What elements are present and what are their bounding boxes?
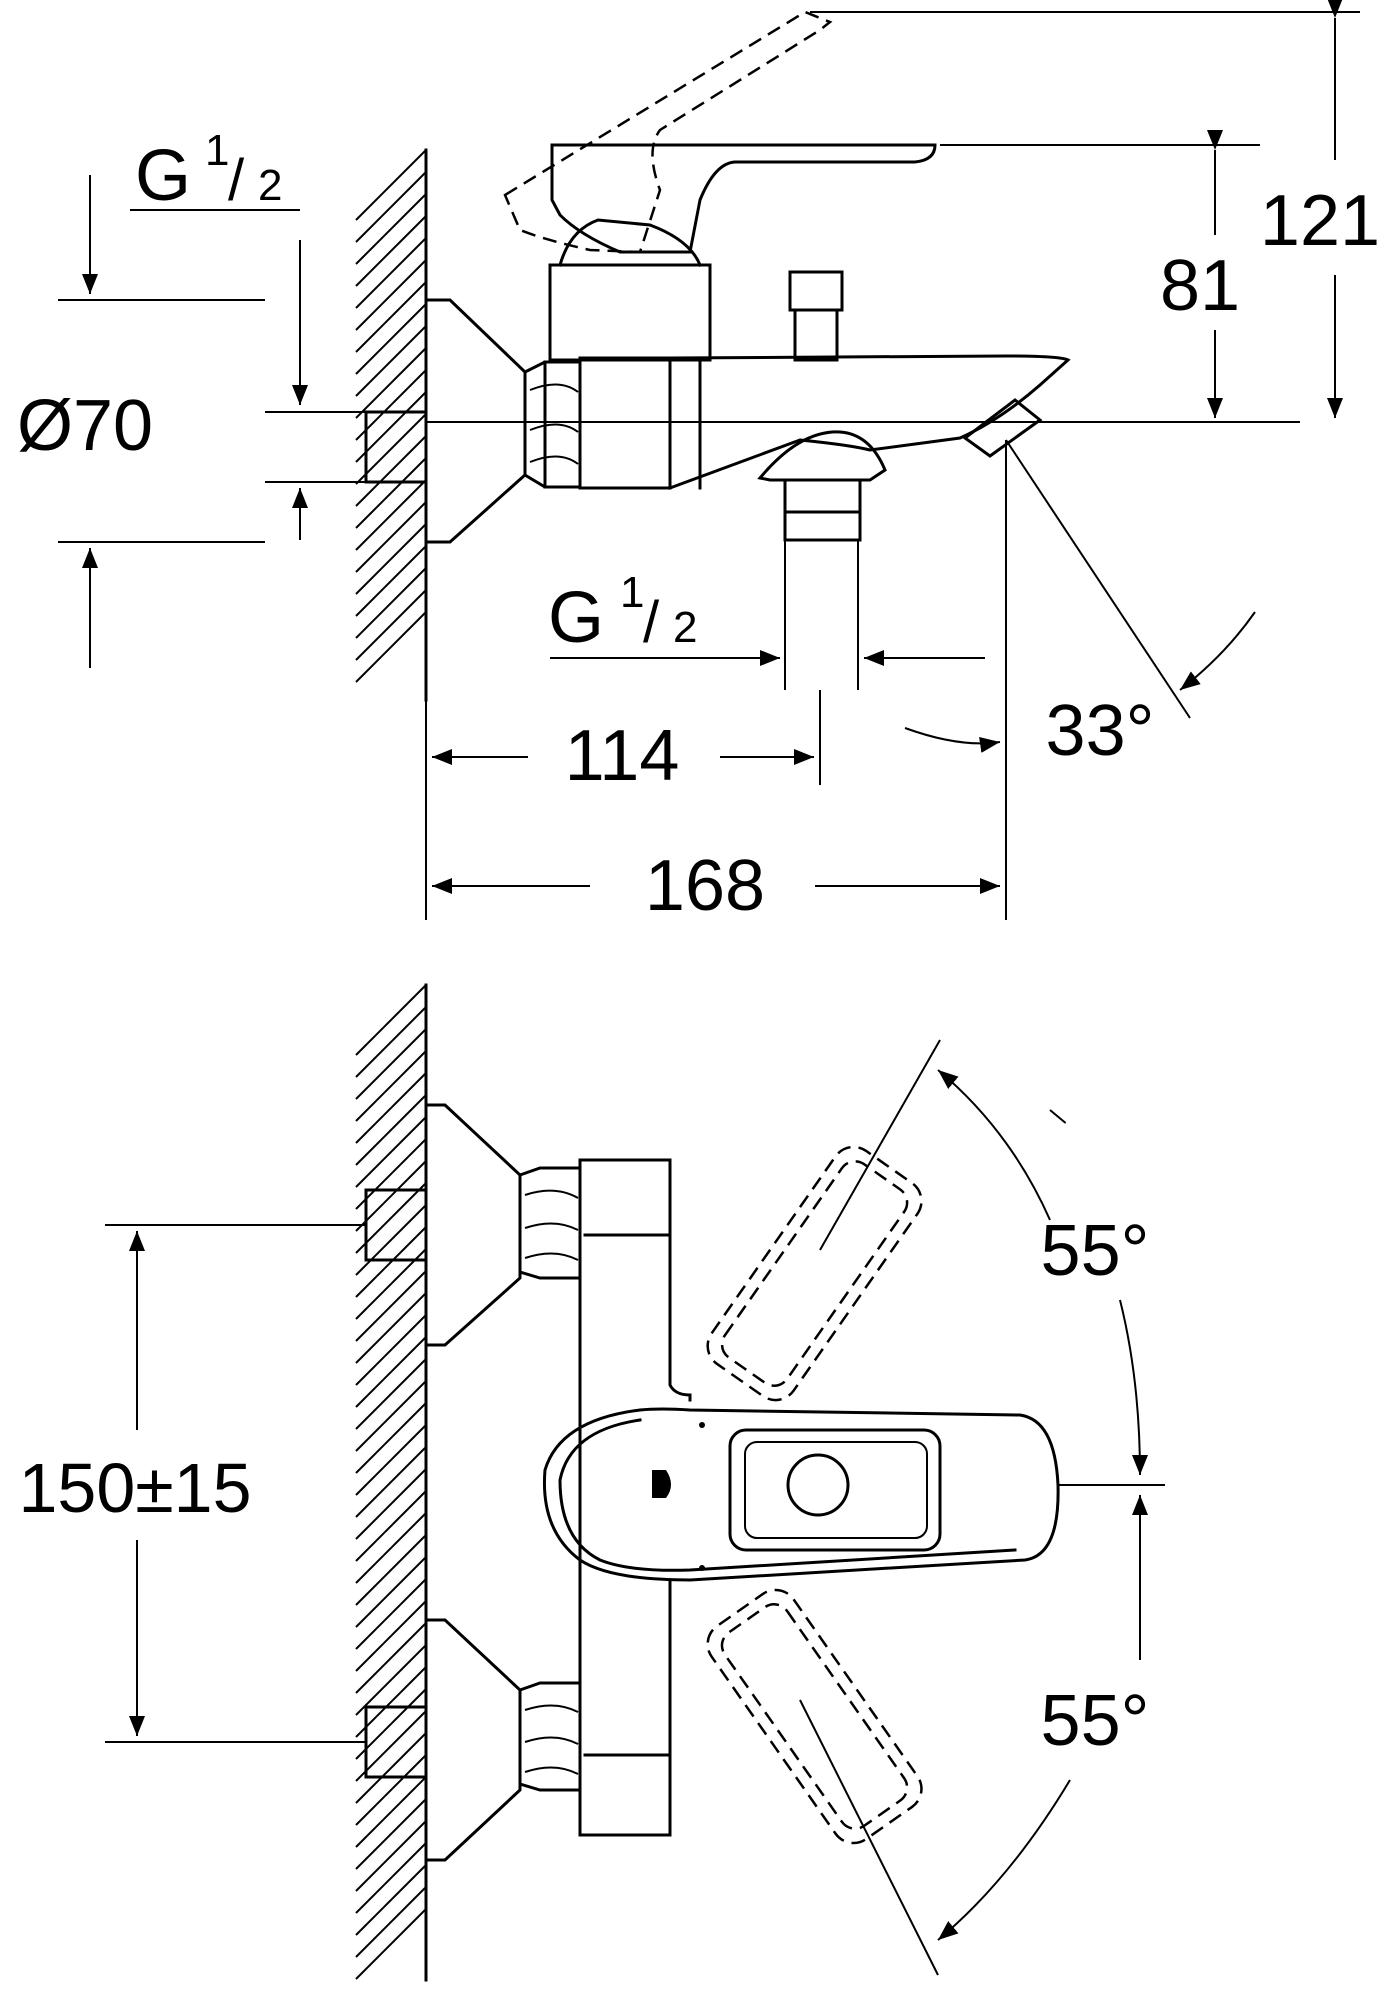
svg-text:/: / — [643, 590, 660, 655]
spout-tip — [962, 398, 1043, 458]
svg-text:2: 2 — [673, 603, 697, 652]
svg-text:1: 1 — [205, 126, 229, 175]
lever-cap — [786, 1453, 850, 1517]
svg-text:2: 2 — [258, 161, 282, 210]
bottom-outlet — [757, 430, 887, 482]
top-view: 55° 55° 150±15 — [18, 983, 1165, 1982]
upper-connector — [364, 1188, 428, 1262]
spout — [668, 354, 1071, 490]
lever-rotated-upper — [706, 1145, 923, 1402]
cartridge-housing — [548, 263, 712, 362]
lever-handle-raised — [503, 10, 833, 254]
lever-handle — [550, 143, 937, 254]
mixer-body-top — [578, 1158, 692, 1837]
svg-text:1: 1 — [620, 568, 644, 617]
upper-flange — [424, 1103, 522, 1347]
dim-inlet-spacing: 150±15 — [18, 1449, 251, 1527]
dim-height-handle: 81 — [1160, 246, 1240, 326]
svg-text:G: G — [135, 136, 191, 216]
lever-top — [542, 1407, 1060, 1582]
dim-lever-angle-lower: 55° — [1041, 1681, 1150, 1761]
dim-outlet-distance: 114 — [565, 716, 680, 796]
dim-height-total: 121 — [1260, 181, 1380, 261]
lever-inner-panel — [728, 1428, 942, 1552]
diverter-knob — [788, 270, 844, 312]
dim-spout-angle: 33° — [1046, 691, 1155, 771]
lever-rotated-lower — [706, 1588, 923, 1845]
dim-lever-angle-upper: 55° — [1041, 1211, 1150, 1291]
label-inlet-thread: G 1 / 2 — [135, 126, 282, 216]
dim-spout-projection: 168 — [645, 846, 765, 926]
svg-text:/: / — [228, 148, 245, 213]
dim-flange-diameter: Ø70 — [17, 386, 153, 466]
svg-text:G: G — [548, 578, 604, 658]
wall-hatch-lower — [355, 983, 428, 1982]
wall-hatch-upper — [355, 148, 428, 702]
side-view: 81 121 Ø70 G 1 / 2 G 1 / 2 — [17, 0, 1380, 926]
label-outlet-thread: G 1 / 2 — [548, 568, 697, 658]
lower-flange — [424, 1618, 522, 1862]
